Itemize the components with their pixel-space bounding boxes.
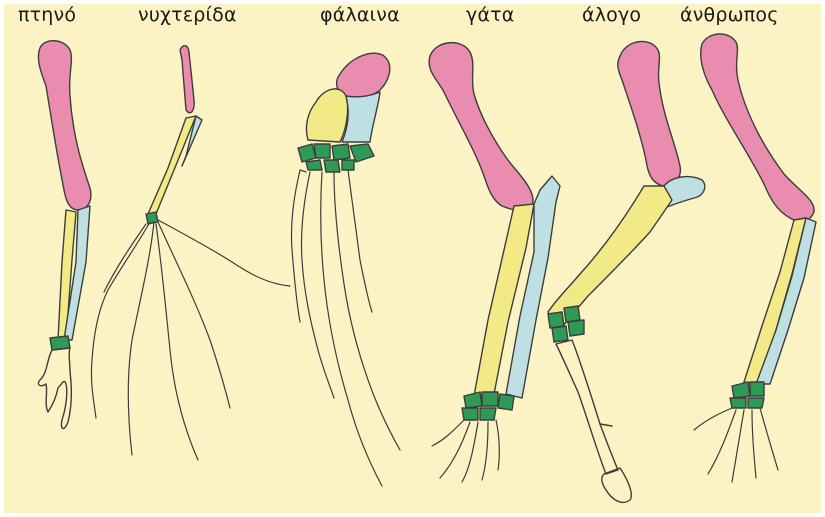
human-humerus bbox=[701, 34, 814, 221]
whale-digits bbox=[291, 170, 400, 486]
horse-humerus bbox=[618, 41, 681, 186]
cat-digits bbox=[432, 420, 499, 482]
horse-digit bbox=[556, 340, 631, 502]
whale-ulna bbox=[342, 92, 380, 142]
bat-radius bbox=[148, 116, 196, 214]
whale-carpals bbox=[298, 144, 374, 172]
human-carpals bbox=[730, 382, 764, 408]
horse-forelimb bbox=[548, 41, 705, 502]
whale-radius bbox=[306, 89, 347, 142]
whale-humerus bbox=[337, 53, 390, 98]
human-forelimb bbox=[694, 34, 816, 482]
bird-forelimb bbox=[38, 41, 90, 429]
bat-digits bbox=[91, 220, 290, 460]
cat-forelimb bbox=[429, 43, 560, 482]
bat-forelimb bbox=[91, 46, 290, 460]
bird-humerus bbox=[38, 41, 90, 210]
bat-humerus bbox=[180, 46, 194, 113]
human-ulna bbox=[756, 218, 816, 384]
whale-forelimb bbox=[291, 53, 400, 486]
bird-hand bbox=[38, 348, 71, 429]
cat-carpals bbox=[462, 392, 514, 420]
bat-carpals bbox=[146, 212, 158, 224]
cat-humerus bbox=[429, 43, 533, 211]
human-digits bbox=[694, 408, 778, 482]
